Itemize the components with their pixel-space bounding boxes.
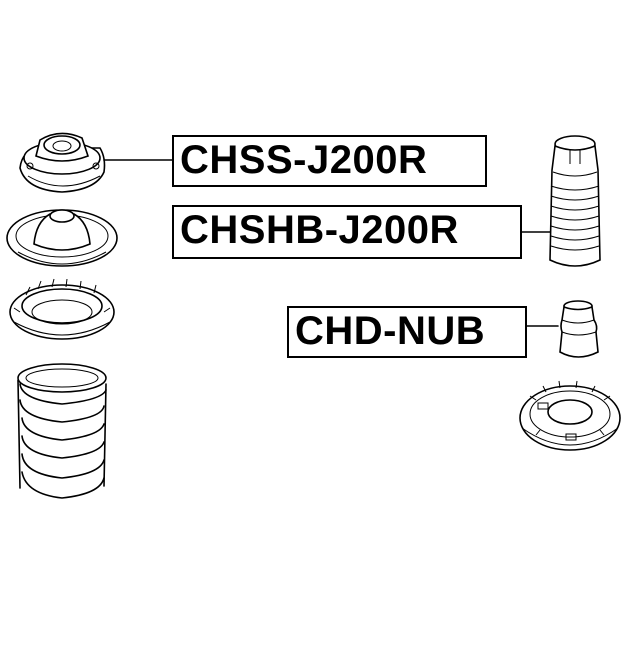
lower-seat-part (519, 380, 621, 451)
spring-seat-part (6, 209, 118, 267)
part-number-chd-label: CHD-NUB (287, 306, 527, 358)
part-number-chshb-label: CHSHB-J200R (172, 205, 522, 259)
coil-spring-part (17, 363, 107, 499)
dust-boot-part (549, 135, 601, 267)
bump-stop-part (559, 300, 599, 358)
bearing-pad-part (9, 278, 115, 340)
part-number-chss-label: CHSS-J200R (172, 135, 487, 187)
strut-mount-part (19, 132, 106, 193)
